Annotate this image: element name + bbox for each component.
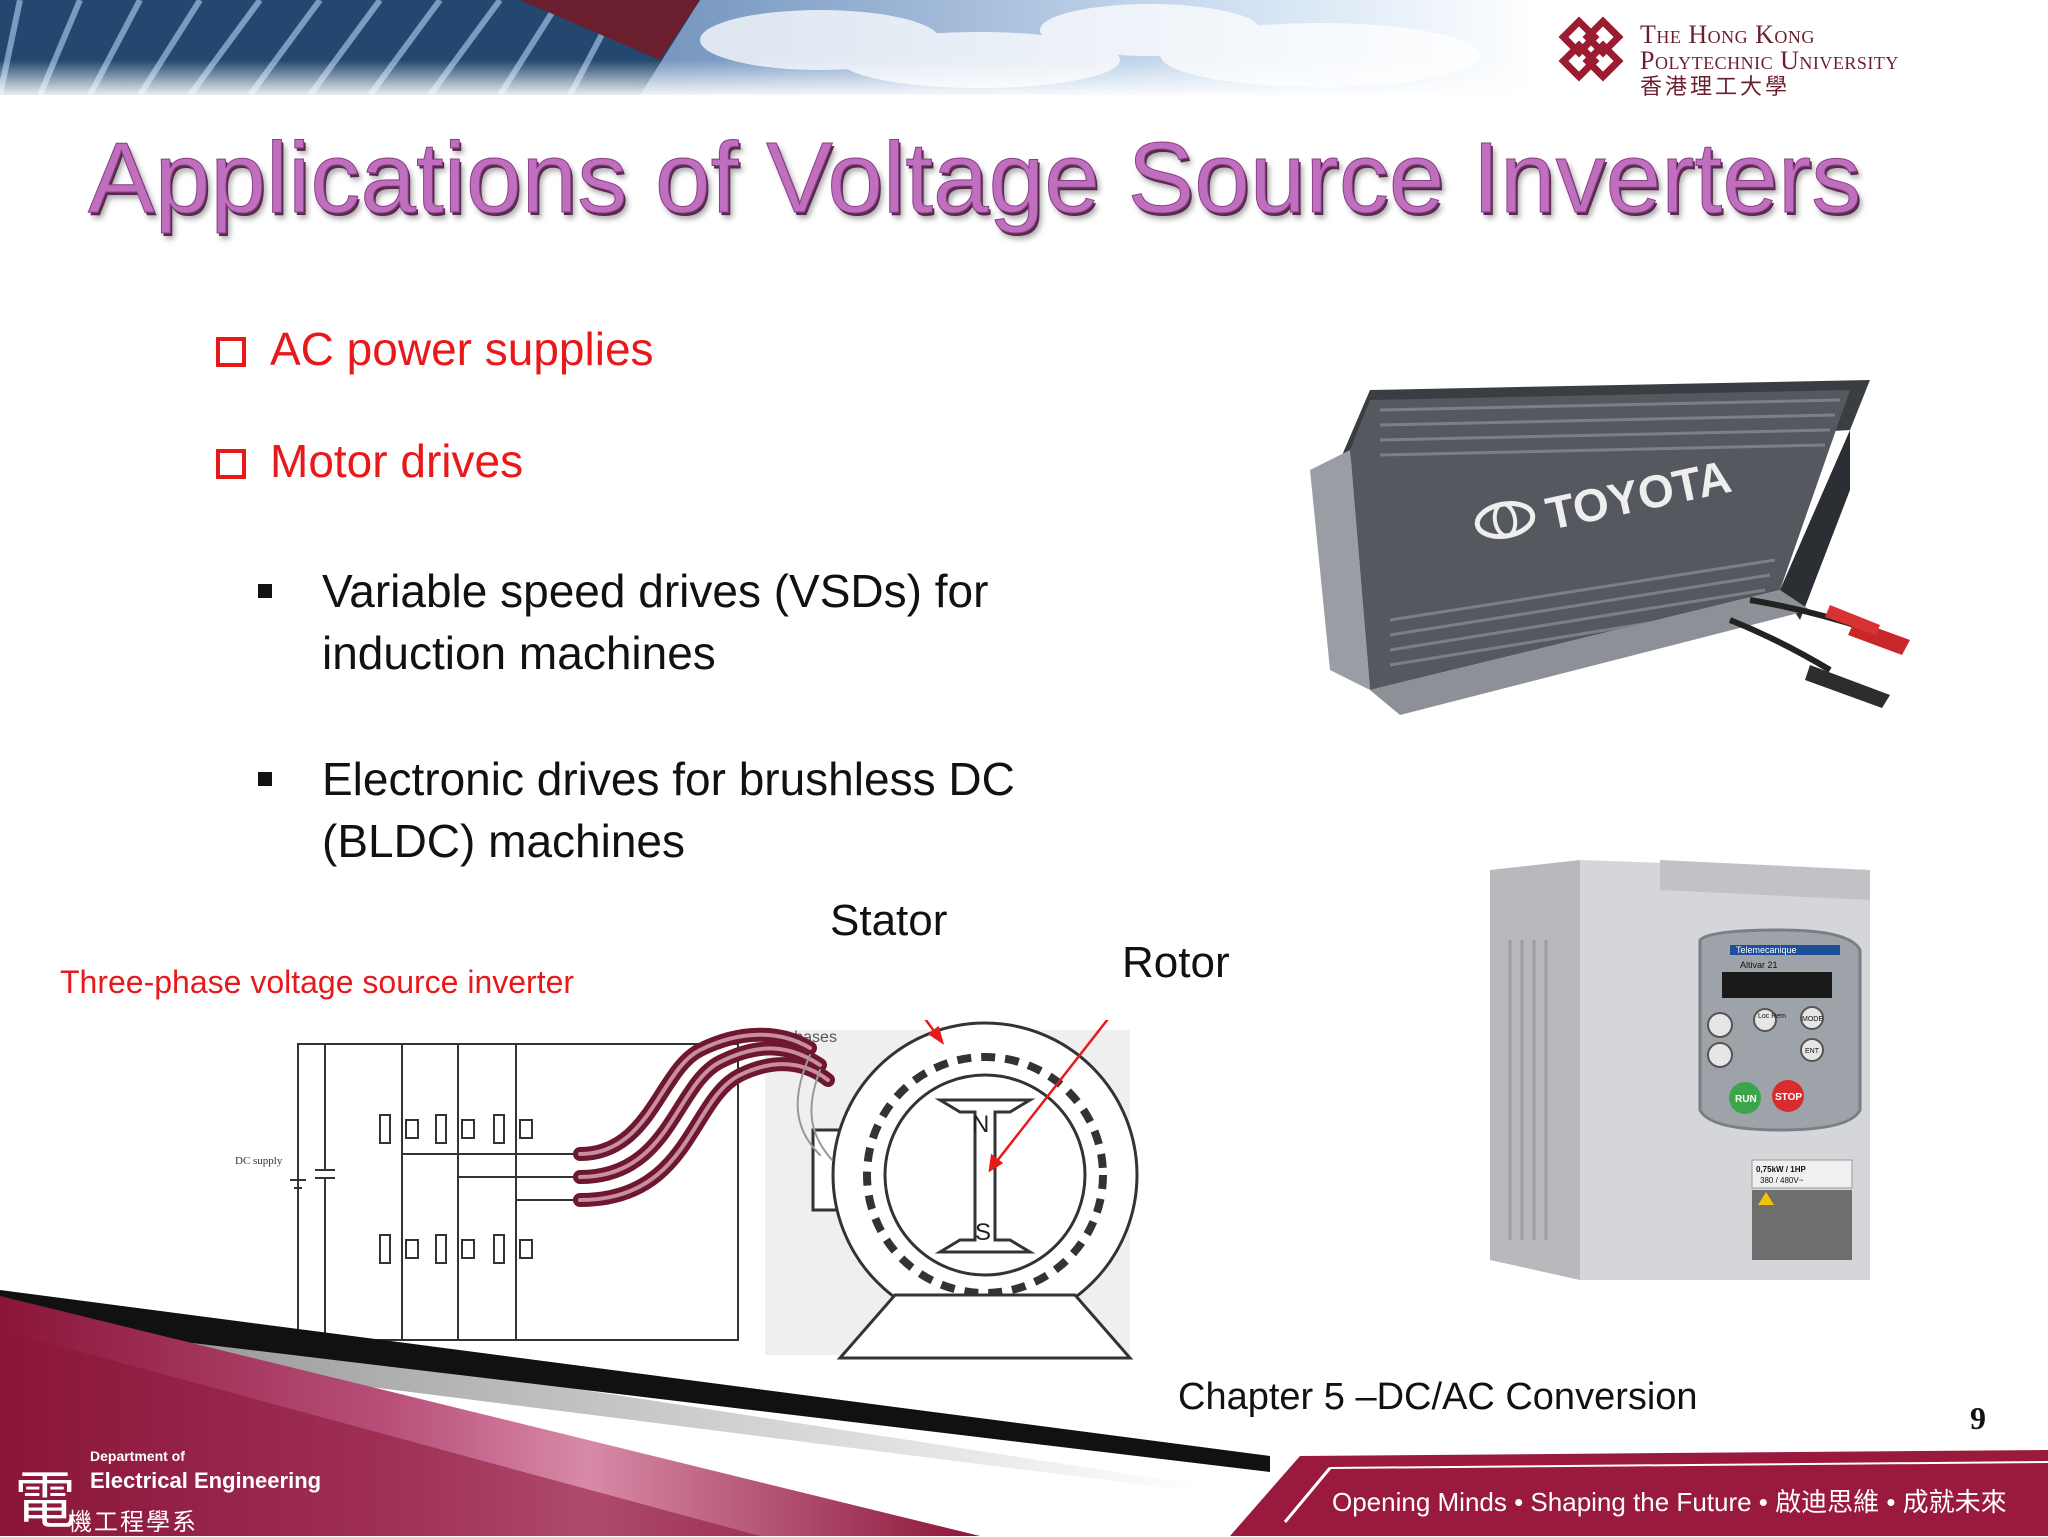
rotor-north-label: N: [972, 1111, 989, 1138]
drive-down-arrow-icon: [1707, 1042, 1733, 1068]
polyu-logo-icon: [1558, 16, 1624, 82]
stator-label: Stator: [830, 896, 948, 945]
inverter-figure-label: Three-phase voltage source inverter: [60, 964, 575, 1000]
drive-button-stop: STOP: [1775, 1092, 1802, 1103]
subbullet-label: Electronic drives for brushless DC (BLDC…: [322, 753, 1015, 867]
drive-button-locrem: Loc Rem: [1758, 1013, 1786, 1020]
header-banner: [0, 0, 2048, 95]
altivar-drive-image: Telemecanique Altivar 21 Loc Rem MODE EN…: [1490, 860, 1870, 1280]
checkbox-bullet-icon: [216, 337, 246, 367]
rotor-south-label: S: [975, 1219, 991, 1246]
subbullet-bldc: Electronic drives for brushless DC (BLDC…: [258, 748, 1138, 878]
drive-button-run: RUN: [1735, 1094, 1757, 1105]
slide-title: Applications of Voltage Source Inverters: [88, 122, 1862, 235]
dept-logo-icon: 電: [14, 1464, 76, 1536]
dc-supply-label: DC supply: [235, 1155, 283, 1167]
drive-brand-text: Telemecanique: [1736, 945, 1797, 955]
footer-slogan: Opening Minds • Shaping the Future • 啟迪思…: [1332, 1487, 2007, 1517]
checkbox-bullet-icon: [216, 449, 246, 479]
bullet-motor-drives: Motor drives: [216, 434, 523, 488]
inverter-motor-diagram: DC supply 3 phases N S: [235, 1020, 1139, 1360]
bullet-ac-power-supplies: AC power supplies: [216, 322, 654, 376]
page-number: 9: [1970, 1400, 1986, 1436]
chapter-footer: Chapter 5 –DC/AC Conversion: [1178, 1376, 1698, 1418]
square-bullet-icon: [258, 772, 272, 786]
dept-name-line1: Department of: [90, 1448, 185, 1464]
rotor-label: Rotor: [1122, 938, 1230, 987]
university-name: The Hong Kong Polytechnic University 香港理…: [1640, 22, 1899, 100]
drive-button-mode: MODE: [1802, 1016, 1823, 1023]
bullet-label: Motor drives: [270, 435, 524, 487]
university-name-cn: 香港理工大學: [1640, 74, 1791, 99]
dept-name-line2: Electrical Engineering: [90, 1468, 322, 1493]
drive-button-ent: ENT: [1805, 1048, 1820, 1055]
drive-model-text: Altivar 21: [1740, 960, 1778, 970]
drive-rating-1: 0,75kW / 1HP: [1756, 1165, 1806, 1174]
university-name-line2: Polytechnic University: [1640, 46, 1899, 75]
footer-decoration: 電: [0, 1290, 2048, 1536]
university-name-line1: The Hong Kong: [1640, 20, 1815, 49]
dept-name-cn: 機工程學系: [68, 1509, 198, 1536]
toyota-inverter-image: TOYOTA: [1310, 380, 1910, 715]
drive-up-arrow-icon: [1707, 1012, 1733, 1038]
bullet-label: AC power supplies: [270, 323, 654, 375]
square-bullet-icon: [258, 584, 272, 598]
subbullet-vsds: Variable speed drives (VSDs) for inducti…: [258, 560, 1138, 690]
subbullet-label: Variable speed drives (VSDs) for inducti…: [322, 565, 989, 679]
drive-rating-2: 380 / 480V~: [1760, 1176, 1804, 1185]
